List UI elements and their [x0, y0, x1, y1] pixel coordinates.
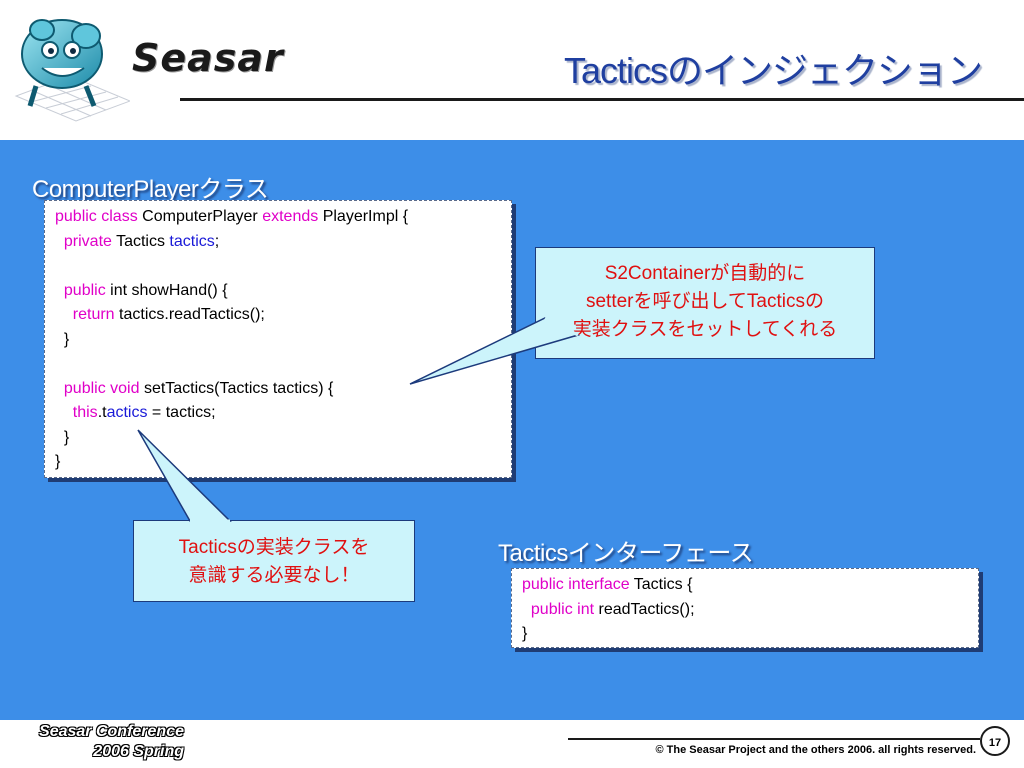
code-text [55, 306, 73, 323]
footer-divider [568, 738, 980, 740]
code-line: private Tactics tactics; [55, 230, 501, 255]
code-line: } [55, 426, 501, 451]
tactics-interface-code: public interface Tactics { public int re… [511, 568, 979, 648]
code-line: this.tactics = tactics; [55, 401, 501, 426]
code-text [522, 601, 531, 618]
code-text: tactics.readTactics(); [119, 306, 265, 323]
code-text: PlayerImpl { [322, 208, 409, 225]
computer-player-code: public class ComputerPlayer extends Play… [44, 200, 512, 478]
code-text: ; [214, 232, 220, 250]
code-text: Tactics { [633, 576, 693, 593]
code-keyword: return [72, 306, 120, 323]
conference-name-line2: 2006 Spring [93, 743, 184, 760]
code-text: .t [97, 404, 107, 421]
code-line: public int readTactics(); [522, 598, 968, 623]
code-line: } [55, 328, 501, 353]
code-text: readTactics(); [598, 600, 695, 618]
code-keyword: public void [63, 379, 144, 397]
code-keyword: public [63, 281, 111, 299]
code-text: } [55, 330, 70, 348]
code-line: public class ComputerPlayer extends Play… [55, 205, 501, 230]
code-text: } [55, 428, 70, 446]
code-line: public interface Tactics { [522, 573, 968, 598]
shisa-mascot-icon [14, 19, 130, 122]
code-keyword: this [72, 404, 98, 421]
code-text [55, 233, 64, 250]
code-text: } [55, 453, 61, 470]
code-text [55, 404, 73, 421]
code-line [55, 352, 501, 377]
code-text: = tactics; [147, 404, 216, 421]
seasar-logo-text: Seasar [132, 36, 284, 80]
code-line: } [55, 450, 501, 475]
code-keyword: public int [530, 600, 599, 618]
code-text [55, 282, 64, 299]
code-line: } [522, 622, 968, 647]
slide-title: Tacticsのインジェクション [563, 50, 983, 91]
tactics-interface-heading: Tacticsインターフェース [498, 540, 754, 567]
setter-callout: S2Containerが自動的に setterを呼び出してTacticsの実装クラ… [535, 247, 875, 359]
code-text [55, 257, 59, 274]
implementation-callout: Tacticsの実装クラスを意識する必要なし！ [133, 520, 415, 602]
code-field: actics [106, 404, 148, 421]
code-line: public void setTactics(Tactics tactics) … [55, 377, 501, 402]
code-text: } [522, 625, 528, 642]
slide-footer: Seasar Conference 2006 Spring © The Seas… [0, 720, 1024, 768]
page-number: 17 [980, 726, 1010, 756]
code-keyword: public class [55, 208, 143, 225]
code-text [55, 380, 64, 397]
code-line [55, 254, 501, 279]
conference-name: Seasar Conference 2006 Spring [6, 722, 184, 762]
callout-line: S2Containerが自動的に [604, 263, 806, 284]
code-line: public int showHand() { [55, 279, 501, 304]
code-text: Tactics [116, 232, 170, 250]
code-text: int showHand() { [110, 281, 228, 299]
code-text [55, 355, 59, 372]
callout-line: Tacticsの実装クラスを [178, 537, 370, 558]
conference-name-line1: Seasar Conference [39, 723, 184, 740]
code-text: setTactics(Tactics tactics) { [143, 379, 334, 397]
code-keyword: public interface [522, 576, 634, 593]
computer-player-heading: ComputerPlayerクラス [32, 176, 269, 203]
callout-line: 実装クラスをセットしてくれる [572, 319, 838, 340]
slide-header: Seasar Tacticsのインジェクション [0, 0, 1024, 140]
callout-line: setterを呼び出してTacticsの [585, 291, 825, 312]
callout-line: 意識する必要なし！ [188, 565, 360, 586]
code-keyword: extends [262, 208, 323, 225]
code-keyword: private [63, 232, 117, 250]
code-line: return tactics.readTactics(); [55, 303, 501, 328]
copyright-notice: © The Seasar Project and the others 2006… [655, 744, 976, 756]
code-field: tactics [169, 232, 215, 250]
code-text: ComputerPlayer [142, 208, 263, 225]
title-divider [180, 98, 1024, 101]
